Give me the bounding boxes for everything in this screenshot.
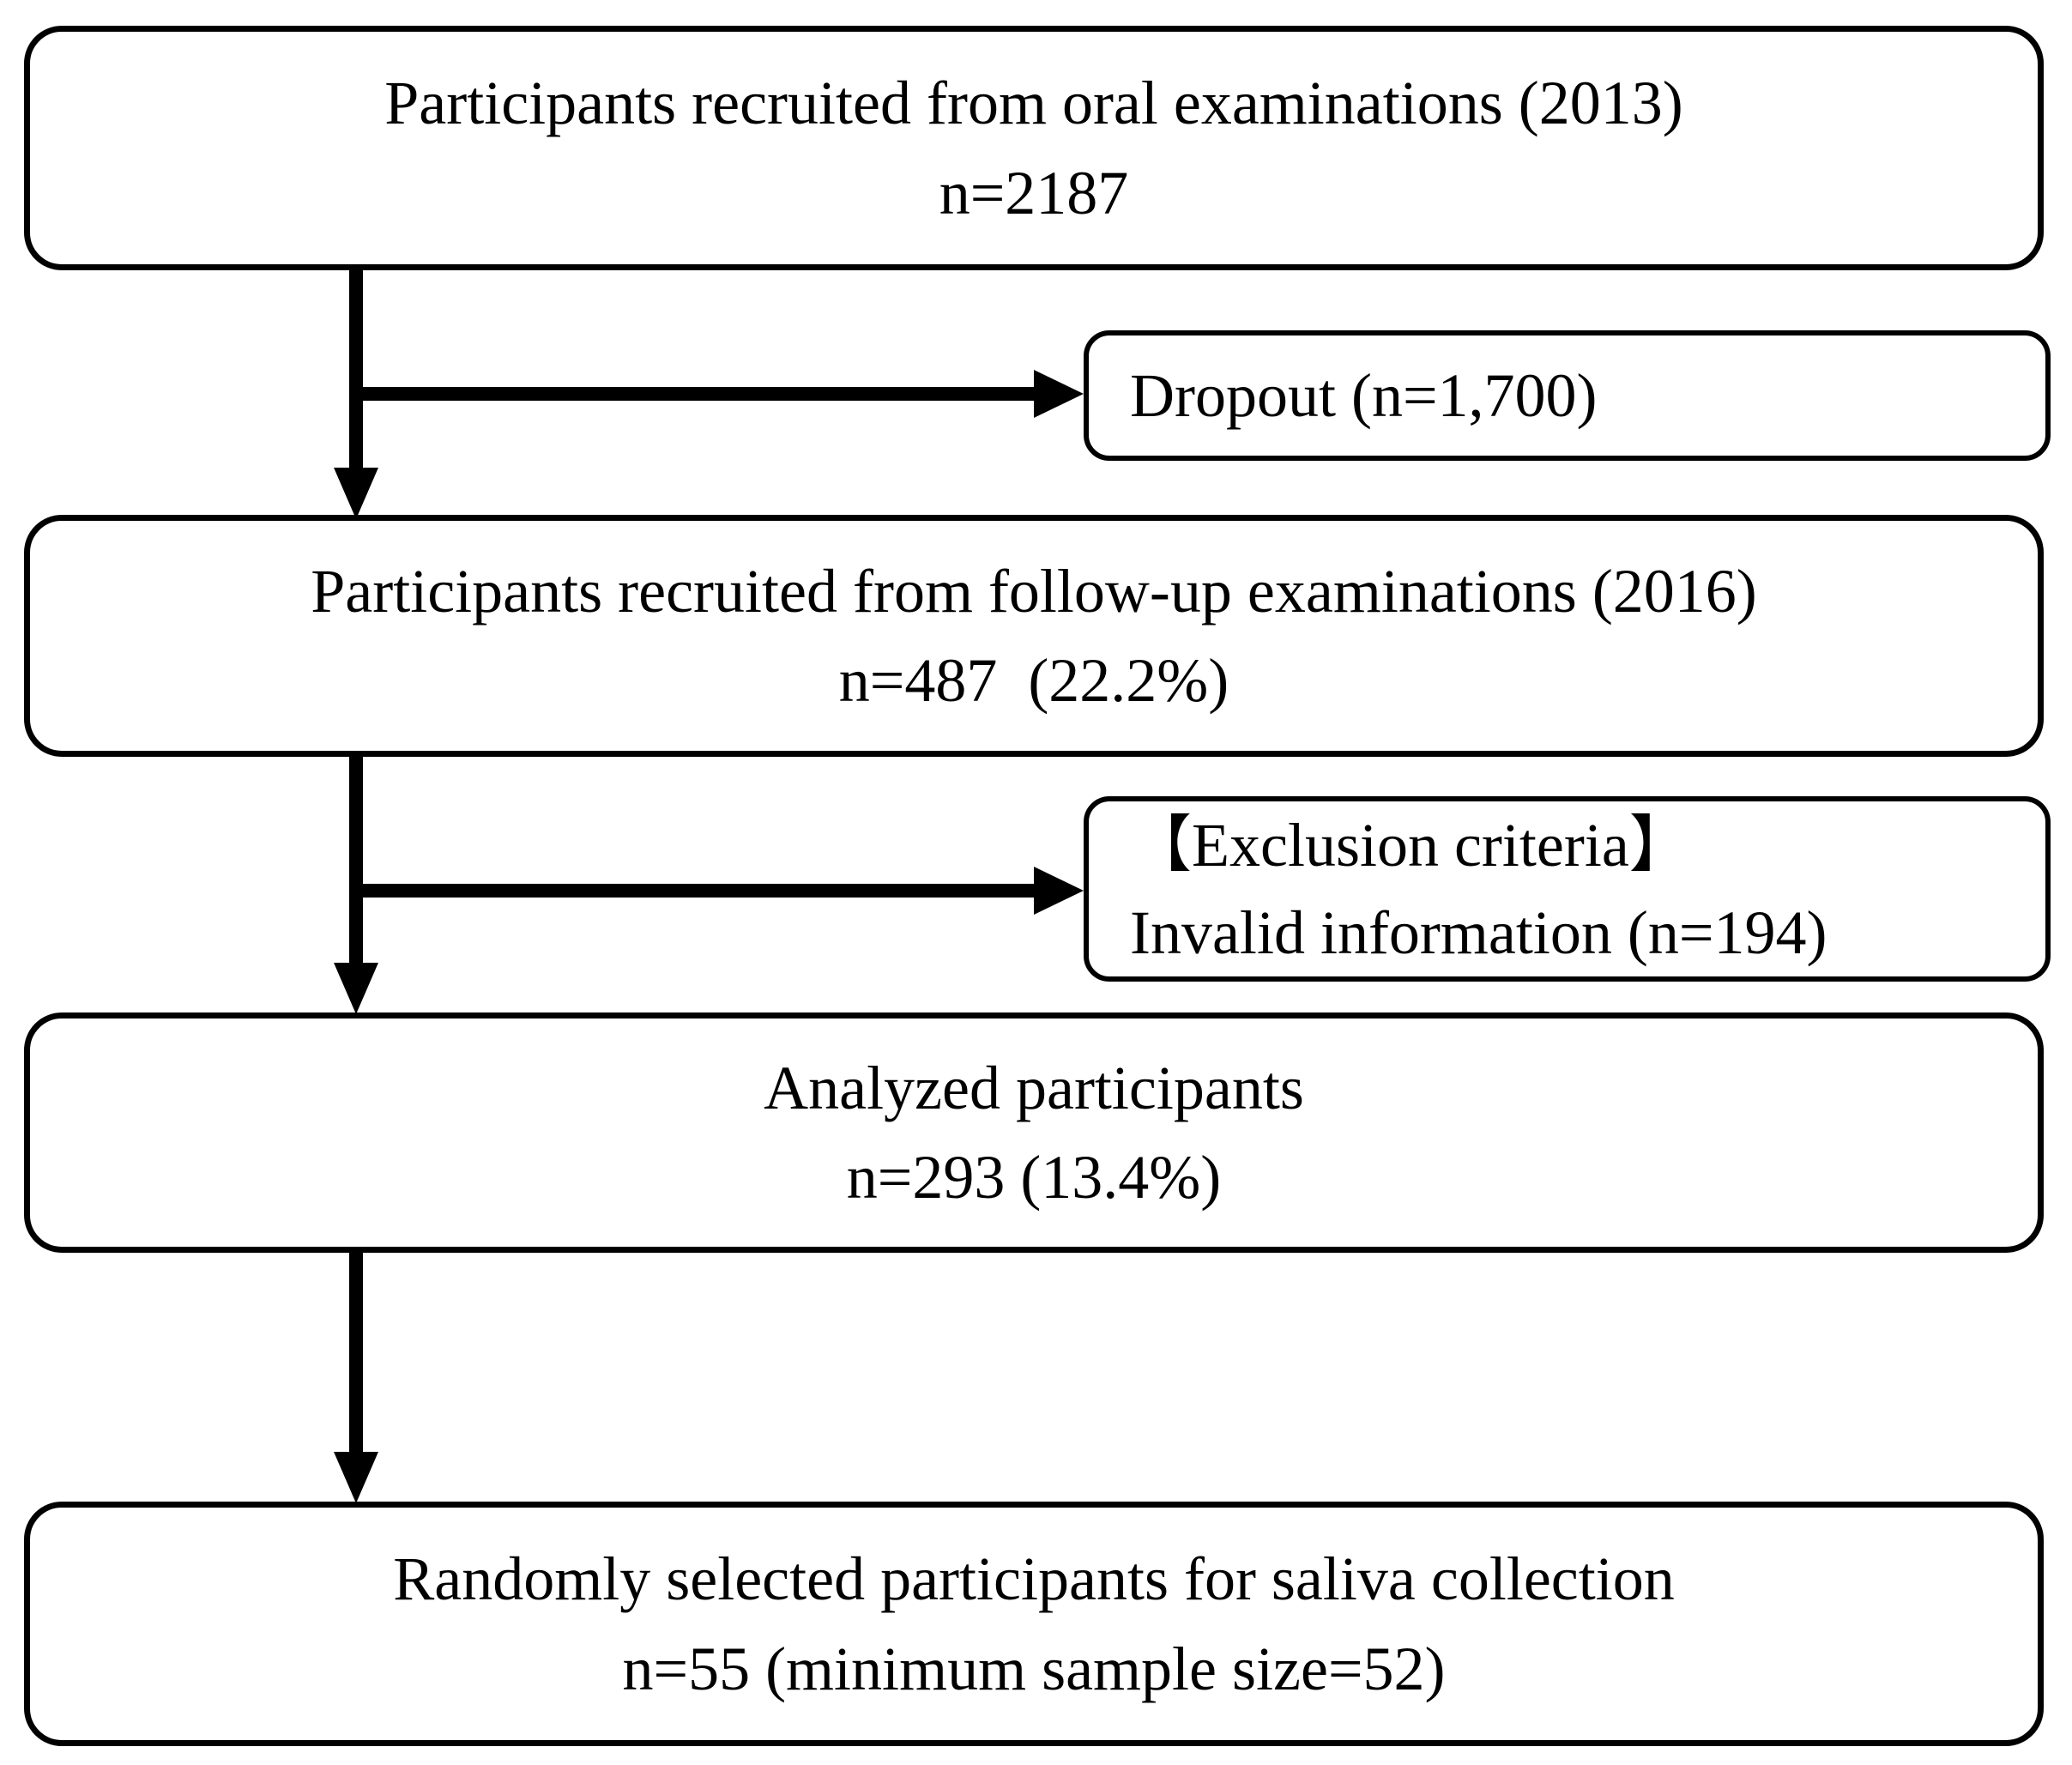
box-recruited-2016: Participants recruited from follow-up ex… xyxy=(24,515,2044,757)
box-dropout-line1: Dropout (n=1,700) xyxy=(1130,360,1598,430)
box-exclusion-detail: Invalid information (n=194) xyxy=(1130,898,1827,967)
arrow-down-analyzed-to-saliva xyxy=(334,1253,378,1503)
box-recruited-2016-line1: Participants recruited from follow-up ex… xyxy=(311,556,1757,626)
box-recruited-2013-count: n=2187 xyxy=(939,158,1129,227)
arrow-down-2013-to-2016 xyxy=(334,270,378,519)
box-analyzed: Analyzed participants n=293 (13.4%) xyxy=(24,1012,2044,1253)
box-saliva-line1: Randomly selected participants for saliv… xyxy=(393,1544,1675,1614)
arrow-branch-dropout xyxy=(349,370,1084,418)
box-exclusion-title: 【Exclusion criteria】 xyxy=(1130,810,1691,879)
box-analyzed-line1: Analyzed participants xyxy=(764,1053,1304,1122)
box-exclusion-criteria: 【Exclusion criteria】 Invalid information… xyxy=(1084,796,2051,982)
box-saliva-count: n=55 (minimum sample size=52) xyxy=(622,1634,1446,1703)
box-dropout: Dropout (n=1,700) xyxy=(1084,330,2051,461)
box-recruited-2013: Participants recruited from oral examina… xyxy=(24,26,2044,270)
box-recruited-2016-count: n=487 (22.2%) xyxy=(838,646,1229,715)
box-recruited-2013-line1: Participants recruited from oral examina… xyxy=(384,69,1683,138)
arrow-down-2016-to-analyzed xyxy=(334,755,378,1014)
arrow-branch-exclusion xyxy=(349,867,1084,915)
box-saliva-collection: Randomly selected participants for saliv… xyxy=(24,1502,2044,1746)
box-analyzed-count: n=293 (13.4%) xyxy=(846,1143,1222,1212)
